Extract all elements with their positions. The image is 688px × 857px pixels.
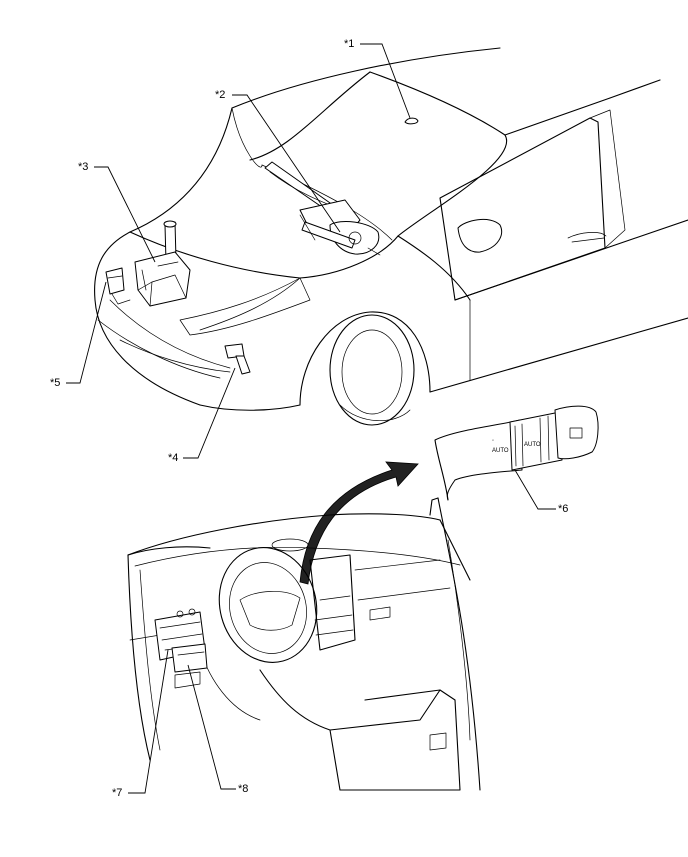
callout-label-3: *3 [78,161,89,173]
callout-label-4: *4 [168,452,179,464]
vehicle-interior-illustration [127,497,481,791]
part-5-washer-pump [105,267,131,305]
part-2-wiper-linkage [264,161,381,256]
part-3-washer-jar [134,220,191,307]
callout-label-1: *1 [344,38,355,50]
callout-label-7: *7 [112,787,123,799]
callout-arrow [299,461,419,585]
leader-lines [66,43,556,794]
part-4-front-nozzle [224,343,251,375]
svg-text:◦: ◦ [492,438,494,444]
callout-label-5: *5 [50,377,61,389]
callout-label-8: *8 [238,783,249,795]
vehicle-exterior-illustration [94,47,688,426]
part-8-relay-block [171,643,208,673]
callout-label-6: *6 [558,503,569,515]
part-6-wiper-switch-detail: ◦ AUTO AUTO [434,405,599,501]
part-1-washer-nozzle [404,117,419,125]
callout-label-2: *2 [215,89,226,101]
svg-text:AUTO: AUTO [492,448,509,454]
switch-auto-label: AUTO [524,442,541,448]
